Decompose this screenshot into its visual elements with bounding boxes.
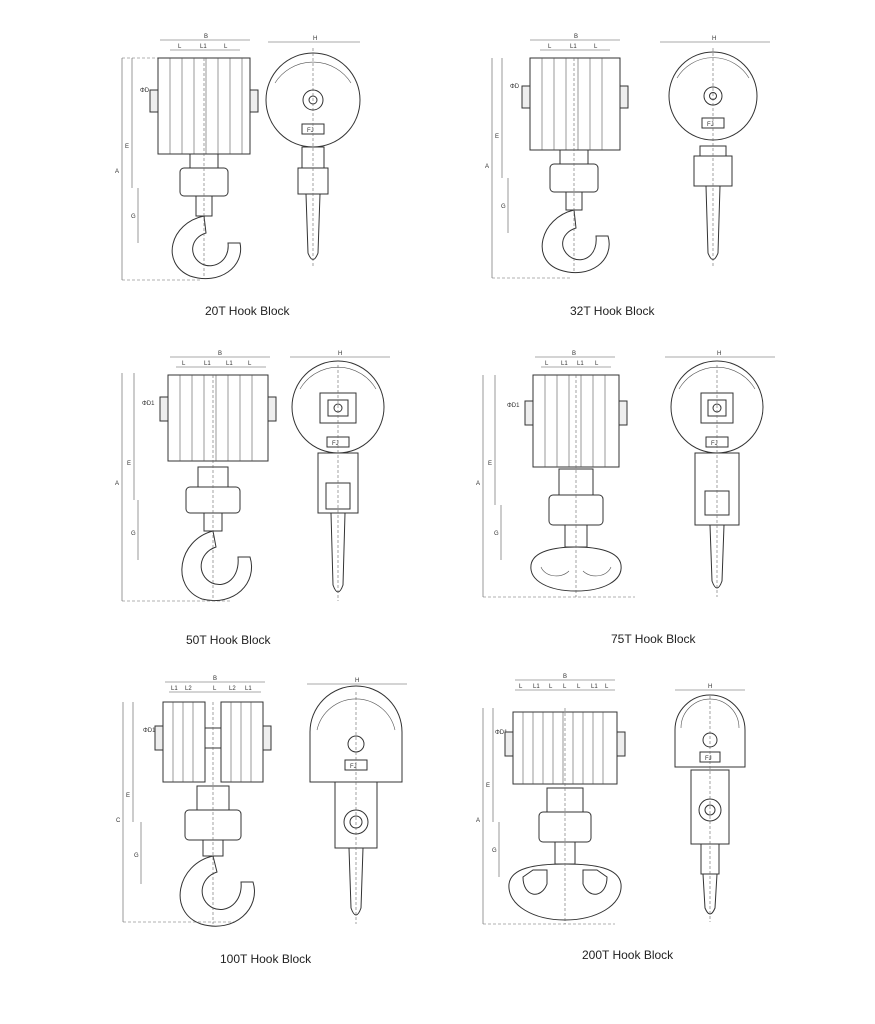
- svg-text:L: L: [577, 684, 581, 690]
- svg-text:ΦD1: ΦD1: [143, 728, 156, 734]
- svg-text:ΦD: ΦD: [140, 88, 150, 94]
- svg-text:L2: L2: [185, 686, 192, 692]
- svg-text:A: A: [115, 481, 119, 487]
- svg-text:H: H: [355, 678, 359, 684]
- hook-block-50t-drawing: B L L1 L1 L A E G ΦD1 H: [115, 351, 390, 602]
- svg-text:G: G: [131, 531, 136, 537]
- svg-text:L1: L1: [533, 684, 540, 690]
- hook-block-32t-drawing: B L L1 L A E G ΦD H FJ: [485, 34, 770, 279]
- svg-text:L: L: [548, 44, 552, 50]
- svg-text:L1: L1: [226, 361, 233, 367]
- hook-block-50t: B L L1 L1 L A E G ΦD1 H: [110, 345, 410, 655]
- svg-text:FJ: FJ: [707, 122, 714, 128]
- hook-block-20t-drawing: B L L1 L A E G ΦD H: [115, 34, 361, 281]
- hook-block-200t: L L1 L L L L1 L B A E G ΦD1: [475, 672, 795, 972]
- svg-text:L: L: [545, 361, 549, 367]
- svg-text:B: B: [574, 34, 578, 40]
- svg-text:L: L: [605, 684, 609, 690]
- svg-text:E: E: [495, 134, 499, 140]
- svg-text:E: E: [127, 461, 131, 467]
- hook-block-75t-drawing: B L L1 L1 L A E G ΦD1 H: [476, 351, 775, 598]
- svg-text:L: L: [248, 361, 252, 367]
- svg-text:A: A: [476, 818, 480, 824]
- svg-text:FJ: FJ: [332, 441, 339, 447]
- svg-text:L: L: [594, 44, 598, 50]
- hook-block-32t-caption: 32T Hook Block: [570, 304, 655, 318]
- svg-text:L1: L1: [171, 686, 178, 692]
- svg-text:G: G: [494, 531, 499, 537]
- hook-block-20t: B L L1 L A E G ΦD H: [110, 28, 410, 328]
- hook-block-100t-drawing: B L1 L2 L L2 L1 C E G ΦD1 H FJ: [116, 676, 407, 927]
- svg-text:H: H: [708, 684, 712, 690]
- svg-text:L1: L1: [200, 44, 207, 50]
- svg-text:E: E: [488, 461, 492, 467]
- hook-block-32t: B L L1 L A E G ΦD H FJ: [480, 28, 780, 328]
- hook-block-50t-caption: 50T Hook Block: [186, 633, 271, 647]
- svg-text:L1: L1: [561, 361, 568, 367]
- svg-text:L: L: [213, 686, 217, 692]
- svg-text:G: G: [501, 204, 506, 210]
- svg-text:B: B: [563, 674, 567, 680]
- svg-text:FJ: FJ: [350, 764, 357, 770]
- svg-text:ΦD: ΦD: [510, 84, 520, 90]
- svg-text:B: B: [572, 351, 576, 357]
- svg-text:A: A: [476, 481, 480, 487]
- svg-text:L1: L1: [577, 361, 584, 367]
- svg-text:L: L: [563, 684, 567, 690]
- svg-text:L: L: [595, 361, 599, 367]
- svg-text:L: L: [224, 44, 228, 50]
- svg-text:H: H: [712, 36, 716, 42]
- svg-text:FJ: FJ: [307, 128, 314, 134]
- hook-block-100t-caption: 100T Hook Block: [220, 952, 312, 966]
- svg-text:G: G: [492, 848, 497, 854]
- svg-text:L: L: [519, 684, 523, 690]
- svg-text:L: L: [178, 44, 182, 50]
- hook-block-200t-drawing: L L1 L L L L1 L B A E G ΦD1: [476, 674, 746, 925]
- svg-text:E: E: [125, 144, 129, 150]
- svg-text:A: A: [115, 169, 119, 175]
- svg-text:E: E: [126, 793, 130, 799]
- svg-text:L: L: [549, 684, 553, 690]
- svg-text:FJ: FJ: [705, 756, 712, 762]
- svg-text:L1: L1: [245, 686, 252, 692]
- svg-text:C: C: [116, 818, 121, 824]
- hook-block-75t-caption: 75T Hook Block: [611, 632, 696, 646]
- hook-block-200t-caption: 200T Hook Block: [582, 948, 674, 962]
- hook-block-75t: B L L1 L1 L A E G ΦD1 H: [475, 345, 795, 655]
- svg-text:B: B: [218, 351, 222, 357]
- svg-text:G: G: [131, 214, 136, 220]
- svg-text:L2: L2: [229, 686, 236, 692]
- svg-text:L1: L1: [591, 684, 598, 690]
- svg-text:L1: L1: [204, 361, 211, 367]
- svg-text:G: G: [134, 853, 139, 859]
- hook-block-100t: B L1 L2 L L2 L1 C E G ΦD1 H FJ: [115, 672, 425, 972]
- hook-block-20t-caption: 20T Hook Block: [205, 304, 290, 318]
- svg-text:L: L: [182, 361, 186, 367]
- svg-text:H: H: [313, 36, 317, 42]
- svg-text:E: E: [486, 783, 490, 789]
- svg-text:ΦD1: ΦD1: [495, 730, 508, 736]
- svg-text:FJ: FJ: [711, 441, 718, 447]
- svg-text:B: B: [213, 676, 217, 682]
- svg-text:ΦD1: ΦD1: [507, 403, 520, 409]
- svg-text:B: B: [204, 34, 208, 40]
- svg-text:H: H: [717, 351, 721, 357]
- svg-text:L1: L1: [570, 44, 577, 50]
- svg-text:A: A: [485, 164, 489, 170]
- svg-text:ΦD1: ΦD1: [142, 401, 155, 407]
- svg-text:H: H: [338, 351, 342, 357]
